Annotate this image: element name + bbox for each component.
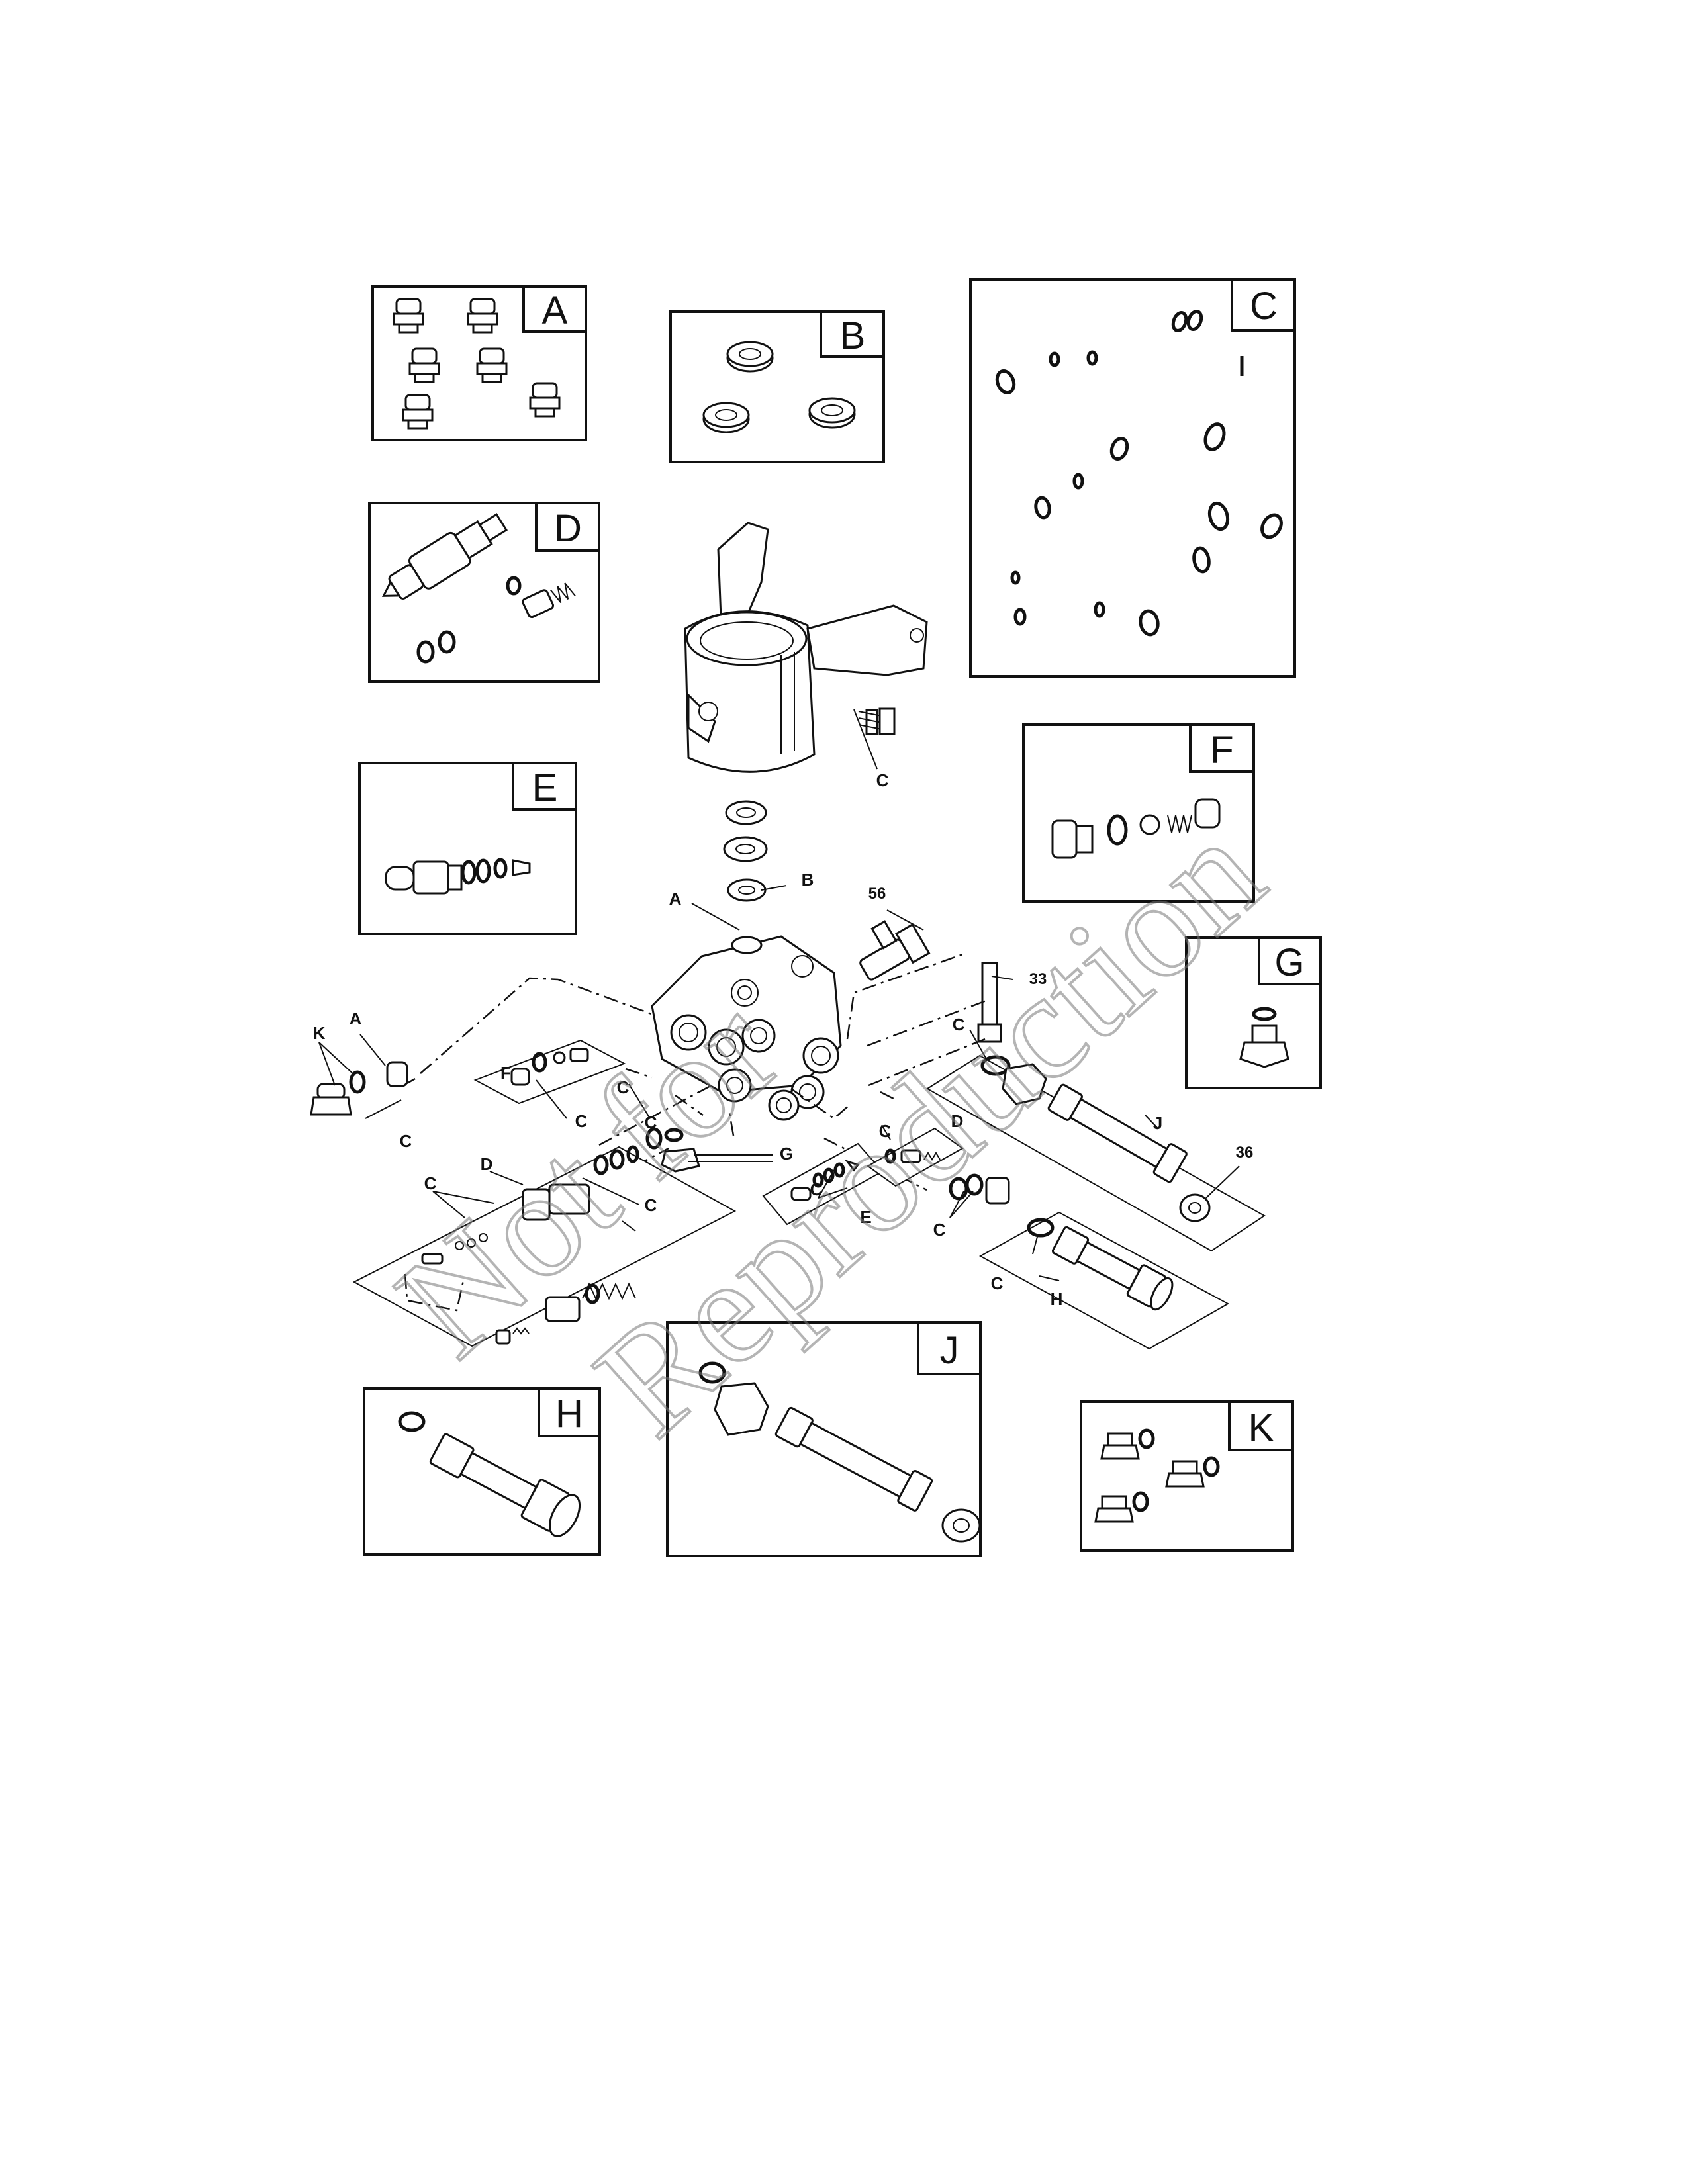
seal-icon: [702, 341, 856, 433]
callout-c-left: C: [400, 1131, 412, 1151]
e-subpanel: [762, 1142, 884, 1226]
kit-a-panel: A: [371, 285, 587, 441]
callout-56: 56: [868, 885, 886, 903]
callout-c-dright: C: [879, 1121, 892, 1141]
kit-j-panel: J: [666, 1321, 982, 1557]
callout-a: A: [669, 889, 682, 909]
callout-36: 36: [1236, 1144, 1254, 1161]
j-subpanel: [926, 1054, 1266, 1252]
unloader-valve-icon: [381, 513, 576, 664]
callout-c-mid2: C: [645, 1113, 657, 1132]
callout-h: H: [1051, 1289, 1063, 1309]
plug-icon: [1094, 1428, 1220, 1523]
callout-d-right: D: [951, 1111, 964, 1131]
callout-d-left: D: [481, 1154, 493, 1174]
valve-stem-icon: [385, 858, 531, 895]
kit-k-letter: K: [1248, 1406, 1274, 1449]
kit-e-letter: E: [532, 766, 558, 809]
kit-a-letter: A: [542, 289, 568, 332]
drain-plug-icon: [1239, 1007, 1289, 1068]
callout-c-lower2: C: [991, 1273, 1004, 1293]
f-subpanel: [473, 1039, 626, 1105]
callout-c: C: [876, 770, 889, 790]
callout-c-dpanel2: C: [645, 1195, 657, 1215]
kit-g-panel: G: [1185, 936, 1322, 1089]
seal-stack: [723, 707, 896, 902]
o-ring-icon: [995, 309, 1283, 637]
kit-e-panel: E: [358, 762, 577, 935]
callout-c-lower1: C: [933, 1220, 946, 1240]
kit-f-letter: F: [1210, 729, 1233, 772]
leader-lines: [318, 709, 1240, 1281]
kit-h-letter: H: [555, 1392, 583, 1435]
callout-labels: C B A 56 33 36 K A C F C C C C C D G C E…: [313, 770, 1254, 1309]
kit-c-panel: C: [969, 278, 1296, 678]
callout-e: E: [860, 1207, 871, 1227]
kit-k-panel: K: [1080, 1400, 1294, 1552]
left-plugs: [310, 1061, 1010, 1205]
crankcase-housing: [684, 522, 928, 773]
kit-c-letter: C: [1250, 285, 1278, 328]
callout-c-dpanel: C: [424, 1173, 437, 1193]
callout-k: K: [313, 1023, 326, 1043]
callout-j: J: [1153, 1113, 1162, 1133]
h-subpanel: [978, 1211, 1230, 1350]
callout-33: 33: [1029, 970, 1047, 988]
kit-g-letter: G: [1274, 941, 1304, 984]
callout-g: G: [780, 1144, 793, 1163]
d-subpanel-right: [867, 1127, 964, 1187]
d-subpanel-left: [352, 1127, 737, 1347]
callout-f: F: [500, 1063, 511, 1083]
pump-manifold: [651, 920, 1002, 1121]
callout-b: B: [802, 870, 814, 889]
callout-a-left: A: [350, 1009, 362, 1028]
callout-c-right: C: [953, 1015, 965, 1034]
kit-h-panel: H: [363, 1387, 601, 1556]
kit-b-panel: B: [669, 310, 885, 463]
check-valve-icon: [1051, 798, 1221, 859]
callout-c-epanel: C: [810, 1179, 823, 1199]
callout-c-mid1: C: [617, 1077, 630, 1097]
nozzle-valve-icon: [393, 298, 561, 430]
kit-b-letter: B: [840, 314, 866, 357]
inlet-filter-icon: [398, 1411, 581, 1537]
callout-c-fpanel: C: [575, 1111, 588, 1131]
kit-d-letter: D: [554, 507, 582, 550]
kit-d-panel: D: [368, 502, 600, 683]
kit-j-letter: J: [940, 1329, 959, 1372]
outlet-filter-icon: [698, 1361, 981, 1543]
kit-f-panel: F: [1022, 723, 1255, 903]
